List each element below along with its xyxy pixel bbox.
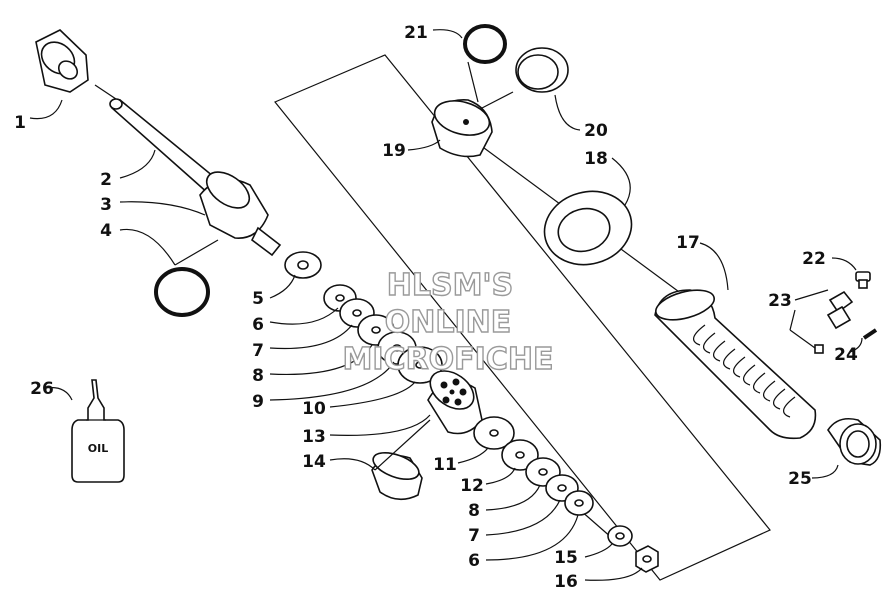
oil-bottle-label: OIL [88, 442, 108, 455]
assembly-outline [274, 54, 771, 581]
label-15: 15 [554, 548, 578, 568]
part-17-shock-body [654, 289, 817, 440]
watermark-line-2: ONLINE [385, 305, 512, 340]
label-10: 10 [302, 399, 326, 419]
label-3: 3 [100, 195, 112, 215]
part-18-collar [543, 190, 633, 266]
part-14-piston-ring [371, 452, 423, 501]
part-25-bushing [827, 417, 882, 466]
label-7-lower: 7 [468, 526, 480, 546]
label-6-lower: 6 [468, 551, 480, 571]
watermark-line-1: HLSM'S [387, 268, 513, 303]
label-22: 22 [802, 249, 826, 269]
label-1: 1 [14, 113, 26, 133]
part-24-valve-core [862, 328, 878, 340]
part-23-valve [814, 290, 854, 354]
label-19: 19 [382, 141, 406, 161]
part-labels: 1 2 3 4 5 6 7 8 9 10 13 14 11 12 8 7 6 1… [14, 23, 858, 592]
label-20: 20 [584, 121, 608, 141]
label-18: 18 [584, 149, 608, 169]
label-6-upper: 6 [252, 315, 264, 335]
part-26-oil-bottle: OIL [71, 379, 125, 483]
label-14: 14 [302, 452, 326, 472]
part-15-washer [607, 525, 633, 547]
label-8-lower: 8 [468, 501, 480, 521]
label-11: 11 [433, 455, 457, 475]
label-21: 21 [404, 23, 428, 43]
part-3-seal-head [199, 171, 282, 257]
label-26: 26 [30, 379, 54, 399]
part-13-piston [427, 370, 483, 435]
shim-stack-lower [473, 416, 594, 516]
label-8-upper: 8 [252, 366, 264, 386]
part-19-cap [431, 99, 493, 158]
shim-stack-upper [323, 284, 443, 384]
label-2: 2 [100, 170, 112, 190]
part-22-screw [855, 271, 871, 289]
watermark-line-3: MICROFICHE [343, 342, 554, 377]
part-21-o-ring [463, 24, 507, 64]
part-20-ring [515, 47, 569, 93]
label-9: 9 [252, 392, 264, 412]
label-7-upper: 7 [252, 341, 264, 361]
label-12: 12 [460, 476, 484, 496]
label-25: 25 [788, 469, 812, 489]
label-17: 17 [676, 233, 700, 253]
part-2-shaft [109, 98, 232, 204]
part-4-o-ring [154, 267, 210, 317]
part-1-eye-bushing [35, 29, 89, 93]
part-5-washer [284, 251, 322, 279]
label-23: 23 [768, 291, 792, 311]
label-16: 16 [554, 572, 578, 592]
label-5: 5 [252, 289, 264, 309]
part-16-nut [635, 545, 659, 573]
leader-lines [29, 29, 863, 581]
label-4: 4 [100, 221, 112, 241]
label-13: 13 [302, 427, 326, 447]
label-24: 24 [834, 345, 858, 365]
watermark: HLSM'S ONLINE MICROFICHE [342, 267, 554, 377]
